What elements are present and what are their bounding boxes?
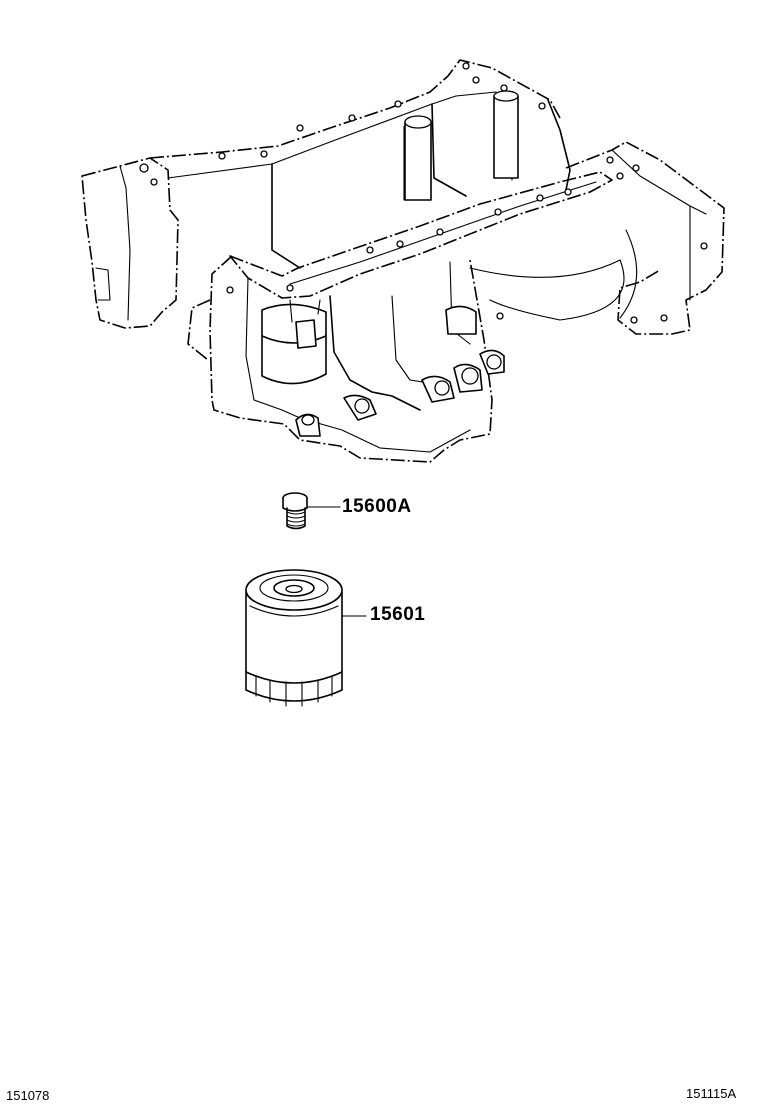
oil-filter-illustration	[245, 569, 367, 707]
bolt-holes	[139, 62, 708, 324]
oil-pan	[81, 59, 725, 463]
part-number-drain-plug[interactable]: 15600A	[342, 496, 412, 517]
footer-right-code: 151115A	[686, 1086, 737, 1101]
footer-left-code: 151078	[6, 1088, 50, 1103]
part-number-oil-filter[interactable]: 15601	[370, 604, 426, 625]
drain-plug-illustration	[282, 492, 341, 530]
